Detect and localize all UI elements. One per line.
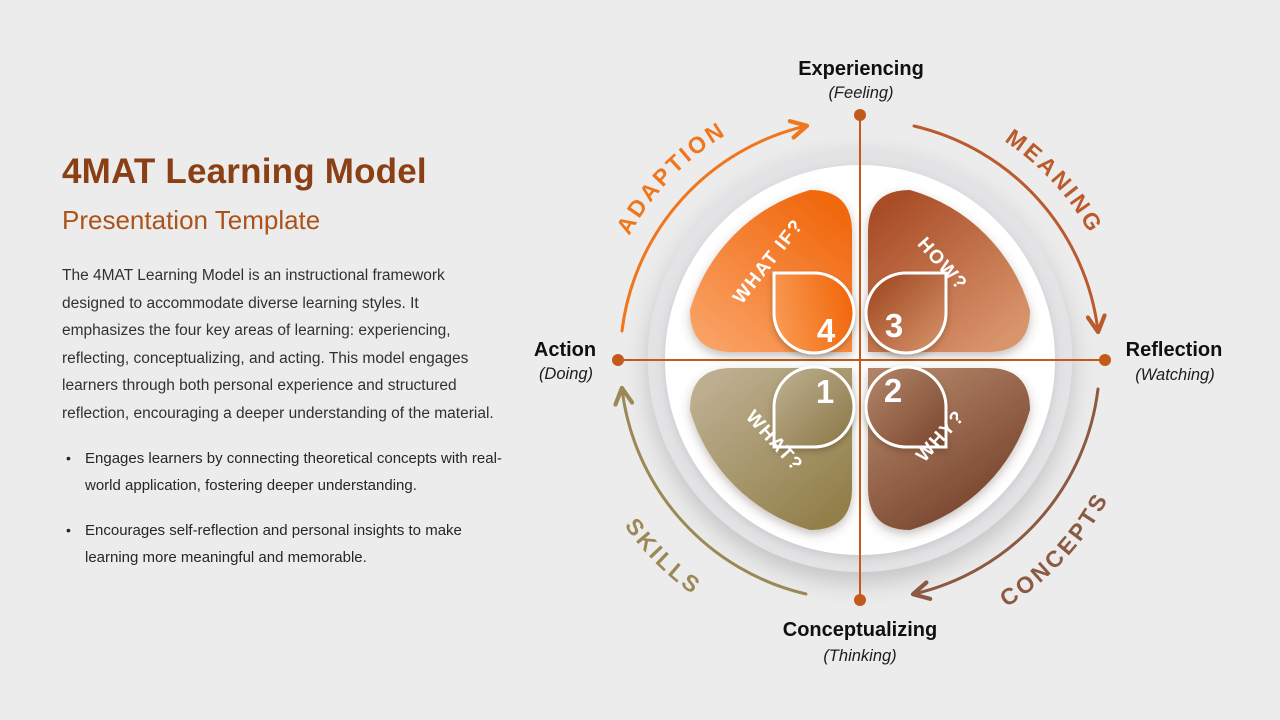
axis-dot-left	[612, 354, 624, 366]
axis-dot-right	[1099, 354, 1111, 366]
arc-label-skills-text: SKILLS	[620, 513, 704, 600]
arc-arrow-concepts	[910, 387, 1100, 601]
axis-label-bottom: Conceptualizing	[783, 619, 937, 641]
axis-dot-bottom	[854, 594, 866, 606]
axis-sublabel-left: (Doing)	[539, 365, 593, 383]
axis-dot-top	[854, 109, 866, 121]
axis-label-left: Action	[534, 339, 596, 361]
petal-2	[864, 365, 948, 449]
axis-sublabel-right: (Watching)	[1135, 366, 1214, 384]
arc-arrow-meaning	[912, 124, 1107, 335]
arc-label-skills: SKILLS	[620, 513, 707, 600]
left-panel: 4MAT Learning Model Presentation Templat…	[62, 152, 510, 571]
bullet-list: Engages learners by connecting theoretic…	[62, 445, 508, 571]
description-text: The 4MAT Learning Model is an instructio…	[62, 267, 494, 422]
petal-4	[772, 271, 856, 355]
petal-1	[772, 365, 856, 449]
axis-labels: Experiencing (Feeling) Action (Doing) Re…	[534, 58, 1222, 665]
list-item: Engages learners by connecting theoretic…	[62, 445, 508, 499]
page-title: 4MAT Learning Model	[62, 152, 427, 191]
list-item: Encourages self-reflection and personal …	[62, 517, 508, 571]
axis-cross	[612, 109, 1111, 606]
arc-arrow-skills	[613, 385, 808, 596]
quadrant-number-3: 3	[885, 307, 903, 344]
quadrant-number-1: 1	[816, 373, 834, 410]
arc-arrows	[613, 119, 1107, 601]
arc-arrow-adaption	[620, 119, 810, 333]
page-subtitle: Presentation Template	[62, 205, 321, 235]
4mat-diagram: 4 3 1 2 WHAT IF? HOW? WHAT? WHY? ADAPTIO…	[534, 58, 1222, 665]
quadrant-numbers: 4 3 1 2	[816, 307, 903, 410]
axis-label-right: Reflection	[1126, 339, 1223, 361]
axis-sublabel-top: (Feeling)	[828, 84, 893, 102]
axis-label-top: Experiencing	[798, 58, 924, 80]
petal-3	[864, 271, 948, 355]
quadrant-number-2: 2	[884, 372, 902, 409]
number-petals	[772, 271, 948, 449]
axis-sublabel-bottom: (Thinking)	[823, 647, 896, 665]
quadrant-number-4: 4	[817, 312, 836, 349]
